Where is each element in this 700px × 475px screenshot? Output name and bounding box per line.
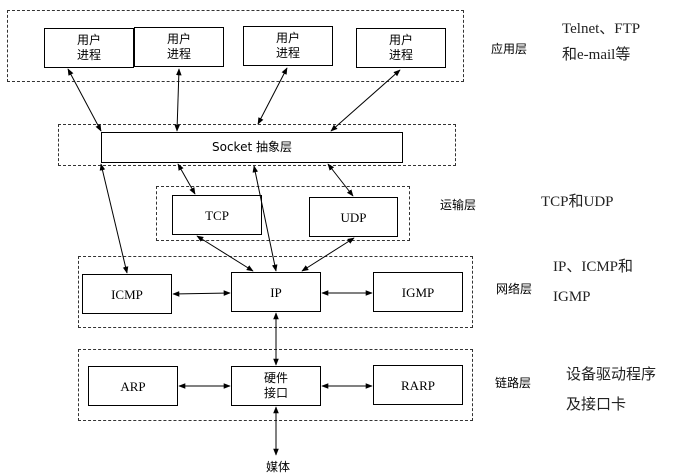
note-line: TCP和UDP: [541, 194, 614, 210]
igmp-box: IGMP: [373, 272, 463, 312]
note-line: IGMP: [553, 289, 591, 305]
user-process-box: 用户 进程: [134, 27, 224, 67]
note-line: 设备驱动程序: [566, 367, 657, 383]
note-network: IP、ICMP和 IGMP: [553, 254, 633, 310]
note-line: IP、ICMP和: [553, 259, 634, 275]
arrow-tcp-ip: [196, 235, 254, 272]
arrow-user2-socket: [174, 68, 182, 132]
transport-layer-group: [156, 186, 410, 241]
arrow-socket-icmp: [99, 163, 129, 274]
hardware-interface-box: 硬件 接口: [231, 366, 321, 406]
note-line: 和e-mail等: [562, 47, 631, 63]
user-process-box: 用户 进程: [243, 26, 333, 66]
arrow-user3-socket: [257, 67, 288, 125]
arrow-socket-tcp: [177, 163, 196, 195]
udp-box: UDP: [309, 197, 398, 237]
arrow-udp-ip: [301, 237, 355, 272]
user-process-box: 用户 进程: [44, 28, 134, 68]
layer-label-application: 应用层: [491, 42, 528, 56]
layer-label-link: 链路层: [495, 376, 532, 390]
arp-box: ARP: [88, 366, 178, 406]
note-transport: TCP和UDP: [541, 189, 614, 215]
ip-box: IP: [231, 272, 321, 312]
user-process-box: 用户 进程: [356, 28, 446, 68]
arrow-socket-ip: [252, 165, 278, 272]
arrow-user1-socket: [67, 68, 102, 132]
socket-box: Socket 抽象层: [101, 132, 403, 163]
application-layer-group: [7, 10, 464, 82]
arrow-user4-socket: [330, 69, 401, 132]
note-link: 设备驱动程序 及接口卡: [566, 362, 656, 418]
note-application: Telnet、FTP 和e-mail等: [562, 16, 640, 68]
layer-label-network: 网络层: [496, 282, 533, 296]
arrow-icmp-ip: [172, 290, 231, 297]
note-line: 及接口卡: [566, 397, 627, 413]
media-label: 媒体: [266, 460, 291, 474]
icmp-box: ICMP: [82, 274, 172, 314]
arrow-socket-udp: [327, 163, 354, 197]
rarp-box: RARP: [373, 365, 463, 405]
layer-label-transport: 运输层: [440, 198, 477, 212]
note-line: Telnet、FTP: [562, 21, 641, 37]
